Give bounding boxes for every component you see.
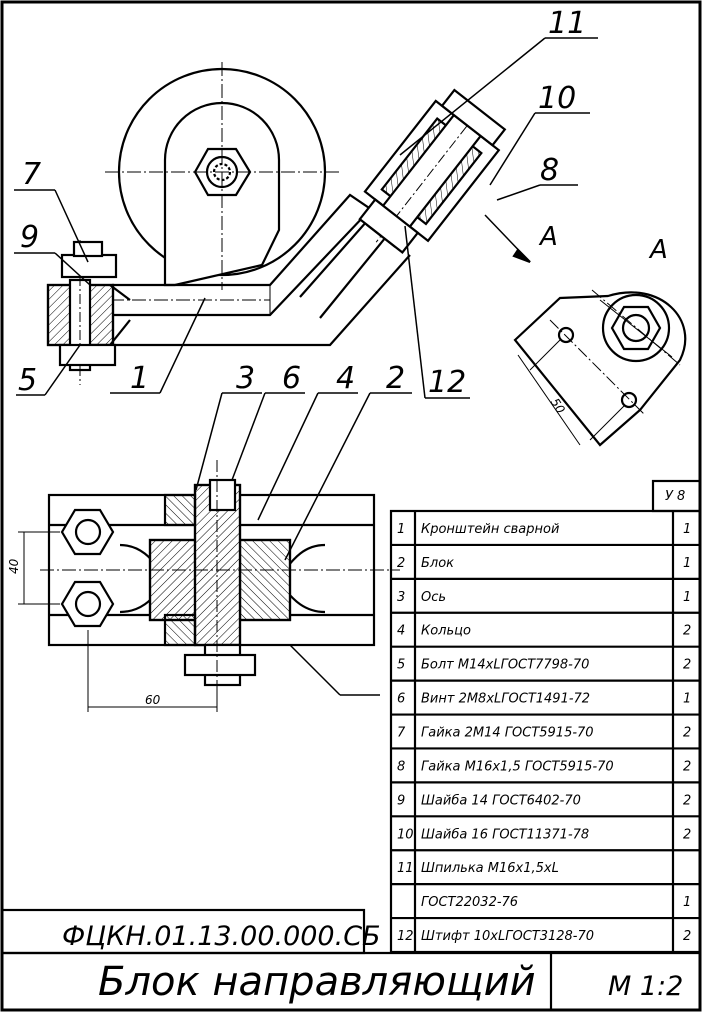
part-name: Гайка 2М14 ГОСТ5915-70: [421, 726, 594, 741]
leader-5: 5: [18, 363, 37, 398]
part-name: Шайба 16 ГОСТ11371-78: [421, 827, 589, 842]
leader-4: 4: [336, 361, 355, 396]
part-name: Гайка М16х1,5 ГОСТ5915-70: [421, 759, 614, 774]
dim-50: 50: [548, 396, 568, 417]
part-qty: 2: [683, 726, 691, 741]
parts-table: [389, 479, 702, 954]
part-qty: 1: [683, 522, 691, 537]
part-qty: 1: [683, 692, 691, 707]
top-view: [46, 62, 531, 385]
part-name: Штифт 10хLГОСТ3128-70: [421, 929, 594, 944]
part-pos: 3: [397, 590, 405, 605]
leader-6: 6: [282, 361, 301, 396]
view-a: [513, 289, 687, 447]
leader-9: 9: [20, 220, 39, 255]
part-name: Болт М14хLГОСТ7798-70: [421, 658, 589, 673]
leader-2: 2: [386, 361, 405, 396]
drawing-title: Блок направляющий: [98, 959, 536, 1005]
part-pos: 4: [397, 624, 405, 639]
title-block: [0, 908, 700, 1010]
dim-40: 40: [7, 558, 21, 574]
part-qty: 2: [683, 827, 691, 842]
part-pos: 11: [397, 861, 414, 876]
part-qty: 1: [683, 556, 691, 571]
part-qty: 1: [683, 590, 691, 605]
part-name: Шпилька М16х1,5хL: [421, 861, 559, 876]
leader-12: 12: [428, 365, 466, 400]
part-pos: 5: [397, 658, 405, 673]
part-qty: 2: [683, 929, 691, 944]
part-name: Кронштейн сварной: [421, 522, 559, 537]
part-name: Кольцо: [421, 624, 471, 639]
part-qty: 2: [683, 624, 691, 639]
part-name: Шайба 14 ГОСТ6402-70: [421, 793, 581, 808]
table-tag: У 8: [665, 489, 685, 504]
part-qty: 2: [683, 658, 691, 673]
part-name: Блок: [421, 556, 454, 571]
leader-lines: [14, 37, 598, 561]
leader-10: 10: [538, 81, 576, 116]
part-pos: 7: [397, 726, 406, 741]
part-pos: 10: [397, 827, 414, 842]
section-view: [18, 460, 400, 712]
part-name: Винт 2М8хLГОСТ1491-72: [421, 692, 590, 707]
drawing-scale: М 1:2: [608, 971, 683, 1002]
view-a-label: А: [648, 235, 668, 265]
part-pos: 2: [397, 556, 405, 571]
part-qty: 2: [683, 793, 691, 808]
leader-8: 8: [540, 153, 559, 188]
part-qty: 2: [683, 759, 691, 774]
leader-3: 3: [236, 361, 255, 396]
drawing-code: ФЦКН.01.13.00.000.СБ: [62, 921, 381, 952]
part-pos: 1: [397, 522, 405, 537]
leader-1: 1: [130, 361, 149, 396]
section-arrow-label: А: [538, 222, 558, 252]
leader-7: 7: [22, 157, 41, 192]
part-name: Ось: [421, 590, 446, 605]
leader-11: 11: [548, 6, 586, 41]
part-pos: 12: [397, 929, 414, 944]
part-pos: 8: [397, 759, 405, 774]
dim-60: 60: [145, 693, 161, 707]
part-qty: 1: [683, 895, 691, 910]
part-name: ГОСТ22032-76: [421, 895, 518, 910]
part-pos: 9: [397, 793, 405, 808]
part-pos: 6: [397, 692, 405, 707]
